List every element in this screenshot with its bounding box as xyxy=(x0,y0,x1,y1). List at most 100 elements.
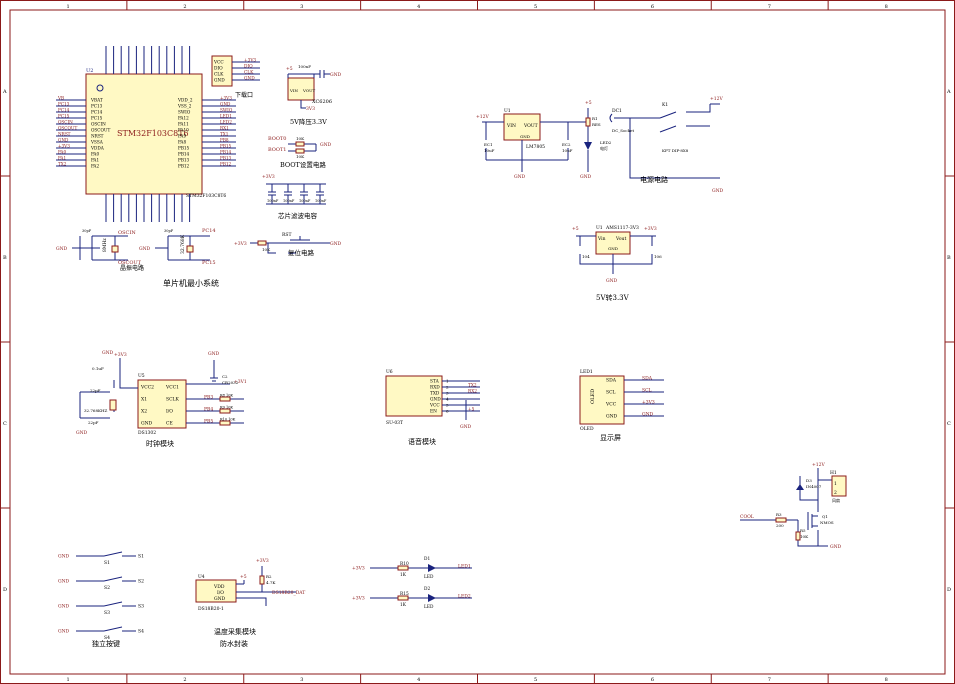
boot-gnd: GND xyxy=(320,142,332,148)
rtc-crystal xyxy=(109,399,117,411)
col-marker-top: 8 xyxy=(885,4,888,10)
reg-7805-part: LM7805 xyxy=(526,144,545,150)
mcu-right-pin-name: VSS_2 xyxy=(177,104,192,109)
key-ref: S4 xyxy=(104,635,110,641)
key-net: S1 xyxy=(138,554,144,560)
rtc-c5: 0.1uF xyxy=(92,366,104,371)
voice-gnd: GND xyxy=(460,424,472,430)
voice-pin-name: TXD xyxy=(430,392,440,397)
col-marker-bottom: 8 xyxy=(885,677,888,683)
temp-r xyxy=(259,575,265,585)
mcu-right-pin-name: PA12 xyxy=(178,116,189,121)
download-pin-net: GND xyxy=(244,76,255,81)
voice-caption: 语音模块 xyxy=(408,437,436,446)
mcu-left-net: PA0 xyxy=(58,149,66,154)
fan-r5 xyxy=(795,531,801,541)
reg-ams1117: U1 AMS1117-3V3 Vin Vout GND +5 +3V3 104 … xyxy=(572,225,662,302)
keys-caption: 独立按键 xyxy=(92,639,120,648)
mcu-left-net: NRST xyxy=(58,131,71,136)
mcu-left-pin-name: OSCIN xyxy=(91,122,106,127)
mcu-left-net: +3V3 xyxy=(58,143,70,148)
rtc-left-pin: VCC2 xyxy=(140,385,154,391)
cap-value: 100nF xyxy=(283,199,295,203)
crystal-cap1: 30pF xyxy=(82,229,92,233)
fan-vcc: +12V xyxy=(812,462,825,468)
mcu-left-pin-name: PA1 xyxy=(91,158,99,163)
crystal-oscout: OSCOUT xyxy=(118,260,142,266)
temp-pin-gnd: GND xyxy=(214,596,226,602)
ams-in: +5 xyxy=(572,226,579,232)
rtc-pullup-r xyxy=(219,408,231,414)
col-marker-bottom: 4 xyxy=(417,677,420,683)
fan-net: COOL xyxy=(740,514,754,520)
temp-caption1: 温度采集模块 xyxy=(214,627,256,636)
reset-caption: 复位电路 xyxy=(288,248,315,257)
mcu-left-pin-name: PA0 xyxy=(91,152,99,157)
key-net: S4 xyxy=(138,629,144,635)
ams-c1: 104 xyxy=(582,254,590,259)
ams-out: +3V3 xyxy=(644,226,657,232)
crystal-cap2: 30pF xyxy=(164,229,174,233)
fan-driver: 1 2 H1 风扇 +12V D3 IN4007 COOL R3 200 Q1 … xyxy=(740,462,847,550)
power-led-r-ref: R1 xyxy=(592,116,598,121)
caps-rails xyxy=(266,183,326,205)
ams-vin: Vin xyxy=(597,236,606,242)
crystal-circuit: GND OSCIN OSCOUT 8MHz 30pF GND PC14 PC15… xyxy=(56,228,216,272)
oled-pin-net: GND xyxy=(642,411,654,417)
fan-r5-val: 10K xyxy=(800,534,809,539)
key-ref: S3 xyxy=(104,610,110,616)
oled-part-label: OLED xyxy=(580,426,594,432)
temp-r-ref: R2 xyxy=(266,574,272,579)
mcu-bottom-pins xyxy=(105,194,191,222)
download-pin-name: CLK xyxy=(214,73,224,78)
switch-val: KFT DIP-8X8 xyxy=(662,148,689,153)
voice-pin-num: 6 xyxy=(446,409,449,414)
led-net: LED2 xyxy=(458,593,471,599)
boot-r0-val: 10K xyxy=(296,136,305,141)
voice-pin-net: +5 xyxy=(468,407,475,412)
mcu-left-pin-name: PC13 xyxy=(91,104,103,109)
rtc-gnd: GND xyxy=(76,430,88,436)
fan-r3-val: 200 xyxy=(776,523,784,528)
ldo-out-wire xyxy=(300,100,306,109)
ams-ref: U1 xyxy=(596,225,603,231)
col-marker-top: 7 xyxy=(768,4,771,10)
temp-pin-io: I/O xyxy=(217,590,224,596)
download-pin-name: VCC xyxy=(213,61,224,66)
ams-gnd-pin: GND xyxy=(608,246,618,251)
temp-ref: U4 xyxy=(198,574,205,580)
col-marker-bottom: 6 xyxy=(651,677,654,683)
mcu-right-pin-name: PB13 xyxy=(178,158,190,163)
cap-value: 100nF xyxy=(299,199,311,203)
power-led-r-val: RES xyxy=(592,122,601,127)
mcu-right-pin-name: PA11 xyxy=(178,122,189,127)
mcu-caption: 单片机最小系统 xyxy=(163,278,219,288)
fan-mosfet xyxy=(807,512,818,530)
mcu-right-pin-name: PA10 xyxy=(178,128,189,133)
ldo-caption: 5V降压3.3V xyxy=(290,117,327,126)
ldo-in-net: +5 xyxy=(286,66,293,72)
power-caption: 电源电路 xyxy=(640,175,668,184)
mcu-left-net: PC13 xyxy=(58,101,70,106)
mcu-left-pin-name: VBAT xyxy=(90,98,103,103)
ldo-gnd-net: GND xyxy=(330,72,342,78)
voice-pin-num: 2 xyxy=(446,385,449,390)
mcu-top-pins xyxy=(105,46,191,74)
oled-pin-net: SDA xyxy=(642,375,653,381)
col-marker-top: 3 xyxy=(300,4,303,10)
mcu-right-net: LED2 xyxy=(220,119,232,124)
crystal-8mhz: 8MHz xyxy=(102,238,108,252)
rtc-ref: U5 xyxy=(138,373,145,379)
mcu-right-net: LED1 xyxy=(220,113,232,118)
boot-r1 xyxy=(295,148,305,154)
row-marker-left: A xyxy=(2,89,7,95)
reg-7805-wires xyxy=(482,121,588,172)
led-d-ref: D2 xyxy=(424,587,430,592)
dc-val: DC_Socket xyxy=(612,128,634,133)
